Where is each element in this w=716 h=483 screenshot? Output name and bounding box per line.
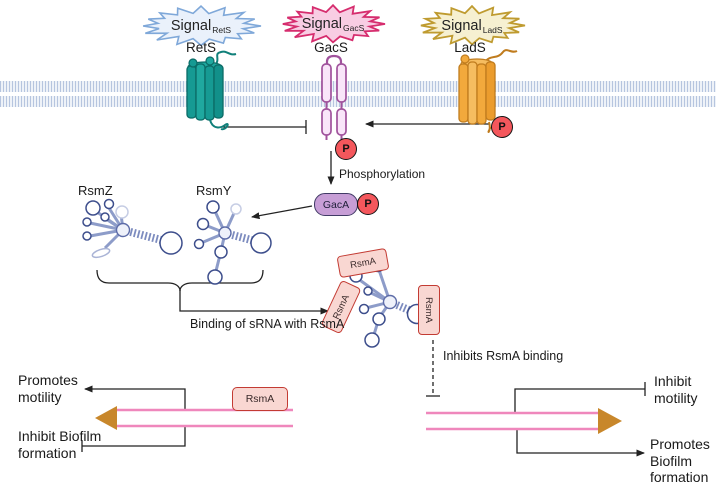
phosphate-badge-lads: P [491,116,513,138]
inhibit-motility-label: Inhibit motility [654,373,698,406]
rsmz-srna [82,198,183,259]
promotes-motility-arrow [84,385,186,410]
binding-arrow [179,290,329,315]
lads-protein [458,49,518,134]
rsmy-label: RsmY [196,183,232,198]
gacs-name: GacS [314,40,348,55]
gaca-box: GacA [314,193,358,216]
inhibits-binding-label: Inhibits RsmA binding [443,349,564,363]
promotes-biofilm-label: Promotes Biofilm formation [650,436,710,483]
rets-protein [186,50,237,131]
inhibit-biofilm-label: Inhibit Biofilm formation [18,428,102,461]
cell-membrane [0,81,716,107]
phosphate-badge-gacs: P [335,138,357,160]
binding-label: Binding of sRNA with RsmA [190,317,345,331]
promotes-biofilm-arrow [516,430,645,457]
phosphate-letter: P [498,121,506,133]
phosphate-letter: P [342,143,350,155]
phosphate-letter: P [364,198,372,210]
promotes-motility-label: Promotes motility [18,372,78,405]
phosphorylation-label: Phosphorylation [339,167,426,181]
rsmy-srna [193,200,272,285]
rets-name: RetS [185,40,216,55]
mrna-right [426,408,622,434]
phosphate-badge-gaca: P [357,193,379,215]
gacs-protein [321,54,347,140]
rsma-box-left-mrna: RsmA [232,387,288,411]
inhibit-biofilm-line [82,427,186,447]
rsma-chip-right: RsmA [418,285,440,335]
rsmz-label: RsmZ [78,183,113,198]
inhibit-motility-line [514,388,645,413]
lads-name: LadS [454,40,486,55]
mrna-left-arrowhead [95,406,117,430]
mrna-right-arrowhead [598,408,622,434]
gaca-to-srna-arrow [251,205,313,220]
